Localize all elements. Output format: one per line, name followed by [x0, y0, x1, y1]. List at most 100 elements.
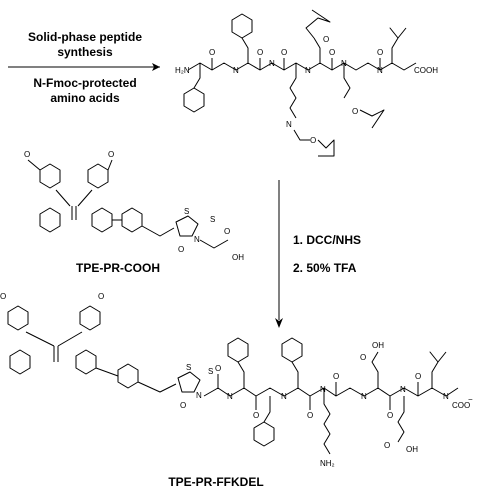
oxygen-label: O	[209, 48, 215, 57]
oxygen-label: O	[387, 411, 393, 420]
tpe-pr-cooh-structure: O O S S N O O OH	[24, 150, 244, 262]
phenyl-ring	[253, 421, 275, 447]
coupling-step: 1. DCC/NHS 2. 50% TFA	[275, 180, 361, 328]
charge-minus: −	[468, 395, 473, 404]
phenyl-ring	[117, 363, 139, 389]
tert-butyl	[317, 139, 335, 157]
cooh-label: COOH	[414, 66, 438, 75]
core-bond	[57, 331, 83, 347]
reagent-label-line1: N-Fmoc-protected	[33, 76, 136, 90]
nh-label: N	[227, 392, 233, 401]
oxygen-label: O	[178, 245, 184, 254]
oxygen-label: O	[253, 411, 259, 420]
core-bond	[25, 331, 55, 347]
methylidene-linker	[141, 225, 175, 237]
methoxy-oxygen: O	[0, 292, 6, 301]
methoxyphenyl-ring	[79, 305, 101, 331]
core-bond	[55, 189, 71, 207]
oxygen-label: O	[307, 411, 313, 420]
lys-amine-label: NH₂	[320, 459, 335, 468]
synthesis-label-line2: synthesis	[57, 45, 113, 59]
sulfur-label: S	[186, 363, 191, 372]
peptide-backbone	[187, 62, 417, 71]
methoxy-oxygen: O	[98, 292, 104, 301]
phenyl-ring	[75, 349, 97, 375]
peptide-backbone	[203, 387, 459, 397]
methoxy-oxygen: O	[108, 150, 114, 159]
nitrogen-label: N	[194, 235, 200, 244]
tpe-pr-ffkdel-structure: O O S S N O O O O O O O N N N N N	[0, 292, 473, 468]
synthesis-label-line1: Solid-phase peptide	[28, 30, 142, 44]
condition-step2: 2. 50% TFA	[293, 261, 357, 275]
thione-sulfur-label: S	[210, 215, 215, 224]
tert-butyl	[305, 9, 331, 39]
methoxy-bond	[27, 159, 41, 171]
phenyl-ring	[121, 207, 143, 233]
synthesis-arrow-head	[152, 63, 160, 71]
lys-side-chain	[323, 388, 331, 455]
oxygen-label: O	[323, 35, 329, 44]
carboxylate-label: COO	[452, 401, 470, 410]
precursor-label: TPE-PR-COOH	[76, 261, 160, 275]
nh-label: N	[281, 392, 287, 401]
rhodanine-ring	[177, 371, 201, 393]
methoxy-oxygen: O	[24, 150, 30, 159]
asp-side-chain	[313, 37, 321, 63]
leu-side-chain	[389, 27, 407, 63]
phe-side-chain	[237, 361, 245, 388]
nh-label: N	[361, 392, 367, 401]
core-bond	[77, 189, 93, 207]
phe-side-chain	[241, 37, 249, 63]
asp-side-chain	[371, 351, 379, 388]
phenyl-ring	[227, 337, 249, 363]
phenyl-ring	[231, 13, 253, 39]
nh-label: N	[305, 66, 311, 75]
glu-side-chain	[397, 396, 405, 443]
nh-label: N	[400, 385, 406, 394]
leu-side-chain	[429, 351, 447, 388]
hydroxyl-label: OH	[232, 253, 244, 262]
oxygen-label: O	[281, 48, 287, 57]
tert-butyl	[359, 109, 385, 129]
reagent-label-line2: amino acids	[50, 91, 120, 105]
methoxyphenyl-ring	[39, 163, 61, 189]
nh-label: N	[377, 66, 383, 75]
condition-step1: 1. DCC/NHS	[293, 233, 361, 247]
phenyl-ring	[183, 87, 205, 113]
rhodanine-ring	[175, 215, 199, 237]
phe-side-chain	[291, 361, 299, 388]
methoxyphenyl-ring	[87, 163, 109, 189]
oxygen-label: O	[215, 364, 221, 373]
methoxyphenyl-ring	[7, 305, 29, 331]
oxygen-label: O	[333, 372, 339, 381]
nh-label: N	[443, 392, 449, 401]
sulfur-label: S	[184, 207, 189, 216]
oxygen-label: O	[329, 48, 335, 57]
oxygen-label: O	[415, 372, 421, 381]
phenyl-ring	[9, 349, 31, 375]
nh-label: N	[286, 120, 292, 129]
nh-label: N	[320, 385, 326, 394]
acetic-acid-chain	[199, 239, 229, 249]
oxygen-label: O	[384, 441, 390, 450]
oxygen-label: O	[257, 48, 263, 57]
nitrogen-label: N	[196, 391, 202, 400]
reaction-arrow-head	[275, 318, 283, 328]
phenyl-ring	[39, 207, 61, 233]
product-label: TPE-PR-FFKDEL	[168, 475, 263, 489]
oxygen-label: O	[377, 48, 383, 57]
oxygen-label: O	[310, 136, 316, 145]
lys-side-chain	[289, 63, 297, 119]
amine-label: H₂N	[175, 66, 190, 75]
methylidene-linker	[137, 381, 177, 393]
phenyl-ring	[91, 207, 113, 233]
synthesis-step: Solid-phase peptide synthesis N-Fmoc-pro…	[8, 30, 160, 105]
methoxy-bond	[107, 159, 113, 171]
phe-side-chain	[193, 63, 201, 89]
oxygen-label: O	[352, 107, 358, 116]
thione-sulfur-label: S	[208, 367, 213, 376]
boc-group	[293, 129, 310, 141]
biaryl-bond	[95, 367, 119, 377]
phe-side-chain	[263, 396, 271, 423]
